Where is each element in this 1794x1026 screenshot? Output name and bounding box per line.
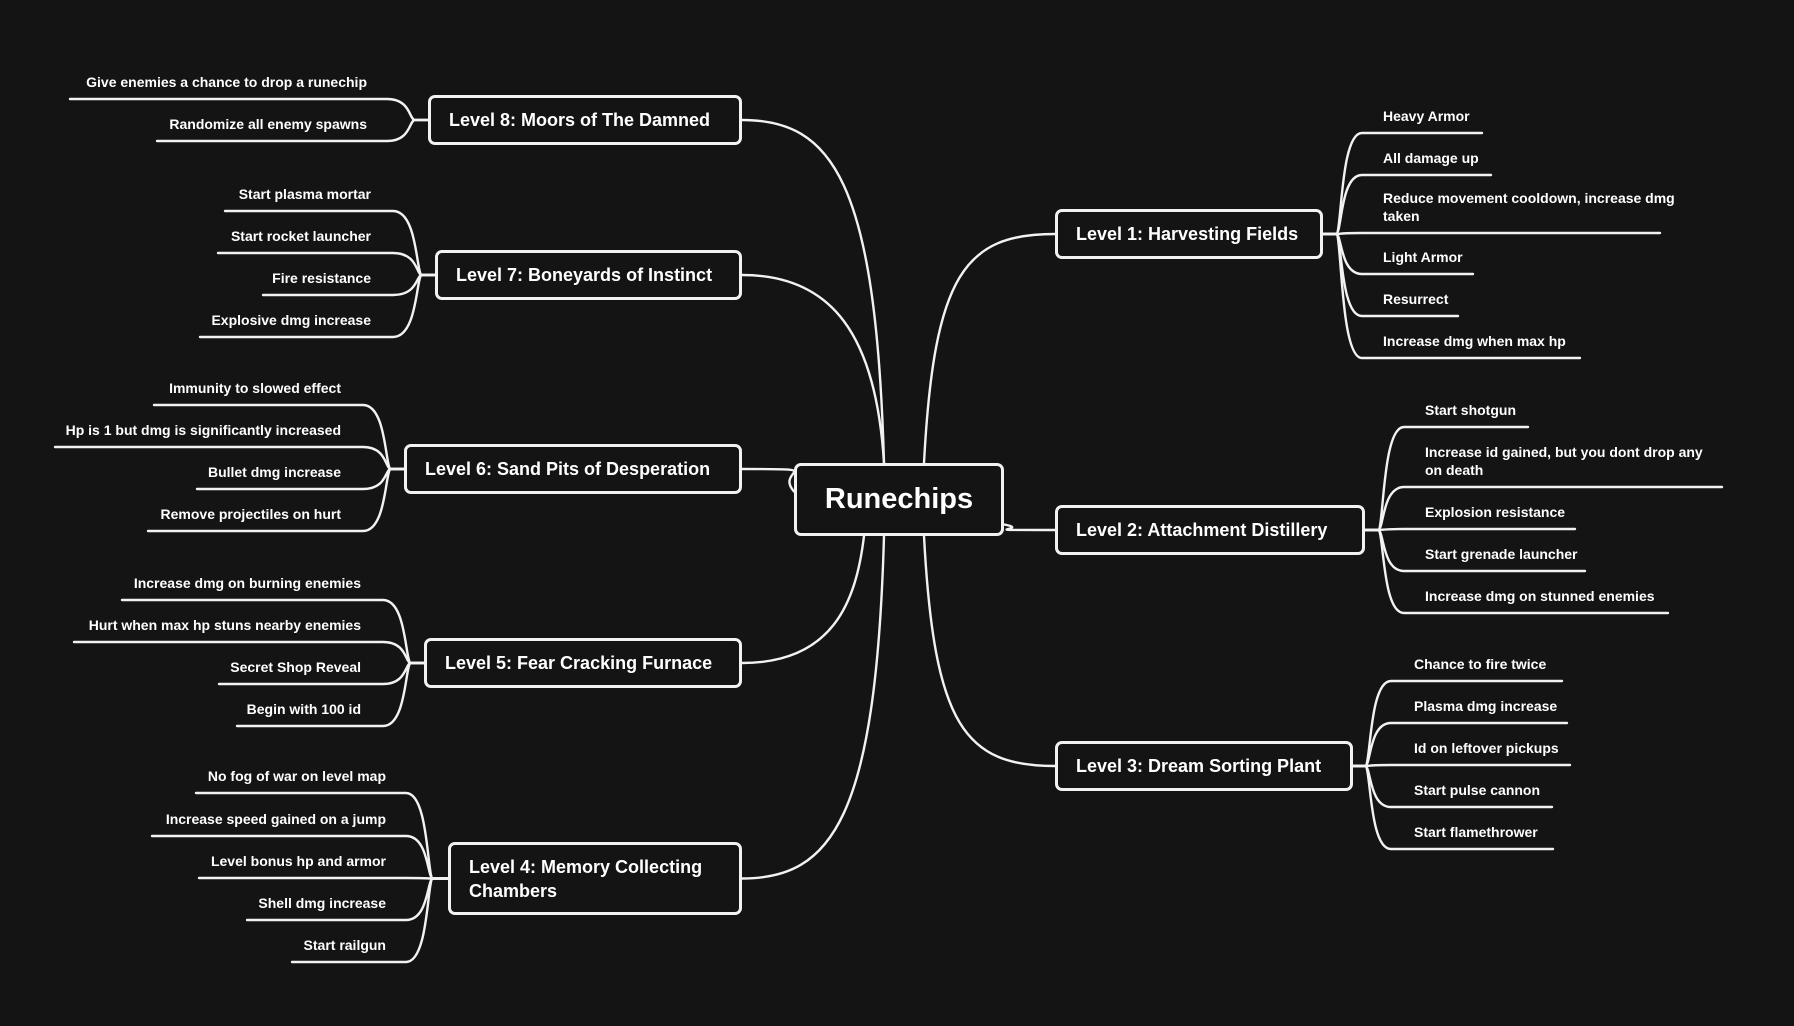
leaf-item[interactable]: Id on leftover pickups <box>1414 740 1559 756</box>
leaf-item[interactable]: Bullet dmg increase <box>207 464 341 480</box>
edge-center-level-7 <box>740 273 886 465</box>
central-topic[interactable]: Runechips <box>794 463 1004 536</box>
level-node-8[interactable]: Level 8: Moors of The Damned <box>428 95 742 145</box>
leaf-item[interactable]: No fog of war on level map <box>207 768 386 784</box>
leaf-item[interactable]: Heavy Armor <box>1383 108 1470 124</box>
leaf-connector <box>1321 231 1662 236</box>
level-node-4[interactable]: Level 4: Memory Collecting Chambers <box>448 842 742 915</box>
leaf-connector <box>1351 764 1555 851</box>
leaf-item[interactable]: Increase speed gained on a jump <box>165 811 386 827</box>
edge-center-level-6 <box>740 467 796 493</box>
leaf-item[interactable]: Increase id gained, but you dont drop an… <box>1425 444 1703 478</box>
edge-center-level-5 <box>740 534 866 665</box>
leaf-item[interactable]: Shell dmg increase <box>258 895 386 911</box>
edge-center-level-2 <box>1002 523 1057 532</box>
leaf-connector <box>290 877 450 964</box>
level-node-2[interactable]: Level 2: Attachment Distillery <box>1055 505 1365 555</box>
leaf-item[interactable]: Hp is 1 but dmg is significantly increas… <box>65 422 341 438</box>
leaf-item[interactable]: Hurt when max hp stuns nearby enemies <box>88 617 361 633</box>
leaf-item[interactable]: Explosive dmg increase <box>211 312 371 328</box>
leaf-item[interactable]: Increase dmg when max hp <box>1383 333 1566 349</box>
level-node-6[interactable]: Level 6: Sand Pits of Desperation <box>404 444 742 494</box>
leaf-item[interactable]: Level bonus hp and armor <box>210 853 386 869</box>
leaf-item[interactable]: Randomize all enemy spawns <box>169 116 367 132</box>
leaf-item[interactable]: Resurrect <box>1383 291 1449 307</box>
leaf-item[interactable]: All damage up <box>1383 150 1479 166</box>
leaf-item[interactable]: Explosion resistance <box>1425 504 1566 520</box>
leaf-connector <box>146 467 406 533</box>
edge-center-level-8 <box>740 118 886 465</box>
edge-center-level-1 <box>922 232 1057 465</box>
leaf-connector <box>1351 763 1572 768</box>
leaf-item[interactable]: Increase dmg on stunned enemies <box>1425 588 1655 604</box>
leaf-item[interactable]: Begin with 100 id <box>246 701 361 717</box>
leaf-item[interactable]: Immunity to slowed effect <box>169 380 341 396</box>
leaf-item[interactable]: Give enemies a chance to drop a runechip <box>86 74 367 90</box>
leaf-connector <box>197 876 450 880</box>
leaf-item[interactable]: Start railgun <box>303 937 386 953</box>
leaf-item[interactable]: Start pulse cannon <box>1414 782 1541 798</box>
leaf-item[interactable]: Reduce movement cooldown, increase dmg t… <box>1383 190 1675 224</box>
leaf-item[interactable]: Chance to fire twice <box>1414 656 1547 672</box>
leaf-connector <box>235 661 426 728</box>
leaf-item[interactable]: Plasma dmg increase <box>1414 698 1558 714</box>
edge-center-level-4 <box>740 534 886 880</box>
edge-center-level-3 <box>922 534 1057 768</box>
leaf-connector <box>155 118 430 143</box>
leaf-item[interactable]: Start rocket launcher <box>230 228 371 244</box>
level-node-3[interactable]: Level 3: Dream Sorting Plant <box>1055 741 1353 791</box>
leaf-item[interactable]: Start flamethrower <box>1414 824 1538 840</box>
leaf-item[interactable]: Secret Shop Reveal <box>230 659 361 675</box>
leaf-connector <box>1363 527 1577 532</box>
level-node-5[interactable]: Level 5: Fear Cracking Furnace <box>424 638 742 688</box>
leaf-item[interactable]: Start grenade launcher <box>1425 546 1578 562</box>
leaf-connector <box>1363 528 1670 615</box>
leaf-item[interactable]: Remove projectiles on hurt <box>160 506 341 522</box>
leaf-item[interactable]: Start plasma mortar <box>238 186 371 202</box>
leaf-item[interactable]: Fire resistance <box>272 270 371 286</box>
leaf-item[interactable]: Increase dmg on burning enemies <box>133 575 361 591</box>
level-node-7[interactable]: Level 7: Boneyards of Instinct <box>435 250 742 300</box>
leaf-connector <box>1321 232 1582 360</box>
leaf-item[interactable]: Light Armor <box>1383 249 1463 265</box>
level-node-1[interactable]: Level 1: Harvesting Fields <box>1055 209 1323 259</box>
leaf-item[interactable]: Start shotgun <box>1425 402 1516 418</box>
leaf-connector <box>198 273 437 339</box>
